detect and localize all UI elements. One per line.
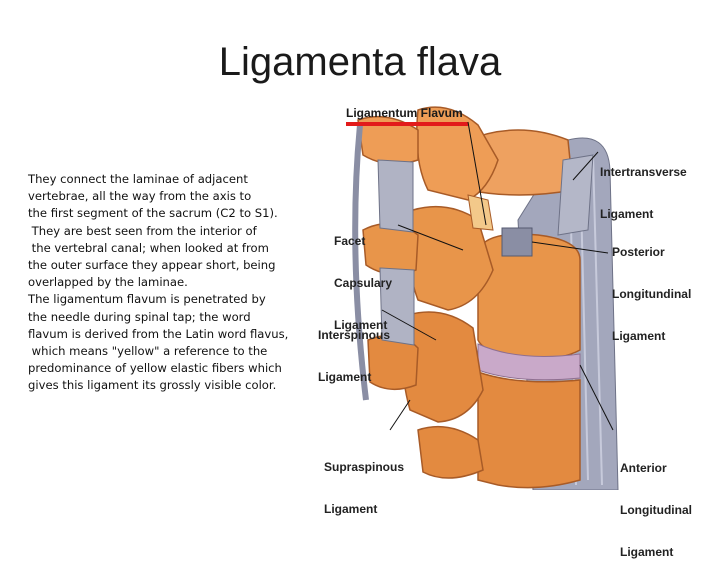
body-line: overlapped by the laminae.	[28, 275, 188, 290]
label-anterior-longitudinal-ligament: Anterior Longitudinal Ligament	[620, 461, 692, 559]
body-line: They are best seen from the interior of	[28, 223, 257, 238]
spine-ligaments-illustration: Ligamentum Flavum Intertransverse Ligame…	[318, 100, 720, 559]
body-line: flavum is derived from the Latin word fl…	[28, 326, 289, 341]
body-line: the needle during spinal tap; the word	[28, 309, 251, 324]
spinous-process-1	[357, 115, 419, 165]
slide-title: Ligamenta flava	[218, 40, 502, 84]
body-line: which means "yellow" a reference to the	[28, 344, 268, 359]
body-line: the vertebral canal; when looked at from	[28, 240, 269, 255]
body-line: gives this ligament its grossly visible …	[28, 378, 277, 393]
ligamentum-flavum-underline	[346, 122, 468, 126]
posterior-longitudinal-ligament-shape	[501, 227, 533, 257]
slide: Ligamenta flava They connect the laminae…	[28, 40, 720, 559]
body-line: the first segment of the sacrum (C2 to S…	[28, 206, 278, 221]
supraspinous-ligament-shape	[352, 124, 369, 401]
label-posterior-longitudinal-ligament: Posterior Longitundinal Ligament	[612, 245, 692, 343]
body-line: The ligamentum flavum is penetrated by	[28, 292, 266, 307]
intervertebral-disc	[477, 343, 581, 381]
label-ligamentum-flavum: Ligamentum Flavum	[346, 106, 463, 120]
label-intertransverse-ligament: Intertransverse Ligament	[600, 165, 687, 221]
label-supraspinous-ligament: Supraspinous Ligament	[324, 460, 405, 516]
vertebral-body-lower	[477, 370, 581, 489]
body-line: the outer surface they appear short, bei…	[28, 258, 276, 273]
body-line: predominance of yellow elastic fibers wh…	[28, 361, 282, 376]
interspinous-ligament-shape	[377, 159, 414, 233]
body-line: They connect the laminae of adjacent	[28, 172, 248, 186]
body-text: They connect the laminae of adjacent ver…	[28, 171, 328, 395]
body-line: vertebrae, all the way from the axis to	[28, 189, 252, 204]
label-interspinous-ligament: Interspinous Ligament	[318, 328, 391, 384]
spine-illustration-svg	[346, 106, 619, 490]
label-facet-capsulary-ligament: Facet Capsulary Ligament	[334, 234, 393, 332]
